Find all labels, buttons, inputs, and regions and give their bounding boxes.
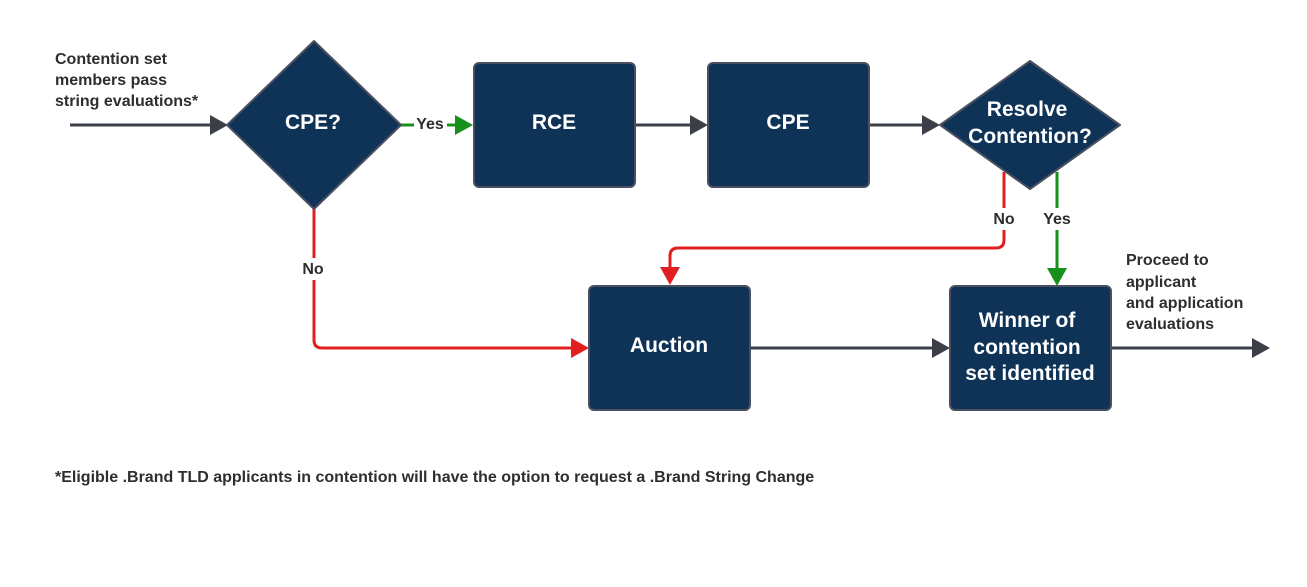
rce-label: RCE: [532, 111, 576, 134]
resolve-decision-line: Resolve: [987, 98, 1068, 121]
resolve-decision-label: Resolve Contention?: [968, 98, 1092, 148]
intro-note-line: members pass: [55, 72, 167, 89]
cpe-decision-label: CPE?: [285, 111, 341, 134]
outro-note-line: Proceed to: [1126, 252, 1209, 269]
cpe-label: CPE: [766, 111, 809, 134]
nodes: CPE? RCE CPE Resolve Contention? Auction…: [226, 40, 1121, 411]
winner-line: set identified: [965, 362, 1095, 385]
cpe-yes-label: Yes: [416, 116, 444, 133]
cpe-yes-arrowhead: [455, 115, 473, 135]
auction-to-winner-arrowhead: [932, 338, 950, 358]
intro-note-line: string evaluations*: [55, 93, 199, 110]
resolve-yes-label: Yes: [1043, 211, 1071, 228]
entry-arrowhead: [210, 115, 228, 135]
rce-box: [473, 62, 636, 188]
cpe-decision-diamond: [226, 40, 402, 210]
resolve-no-label-bg: [987, 208, 1021, 230]
auction-label: Auction: [630, 334, 708, 357]
cpe-no-label-bg: [296, 258, 332, 280]
cpe-no-arrowhead: [571, 338, 589, 358]
cpe-yes-label-bg: [414, 112, 447, 134]
auction-box: [588, 285, 751, 411]
intro-note: Contention set members pass string evalu…: [55, 51, 199, 110]
cpe-no-arrow: [312, 207, 572, 350]
rce-to-cpe-arrowhead: [690, 115, 708, 135]
resolve-decision-line: Contention?: [968, 125, 1092, 148]
winner-label: Winner of contention set identified: [965, 309, 1095, 385]
resolve-no-arrowhead: [660, 267, 680, 285]
outro-note: Proceed to applicant and application eva…: [1126, 252, 1248, 333]
resolve-yes-label-bg: [1038, 208, 1076, 230]
resolve-no-arrow: [668, 172, 1006, 268]
footnote: *Eligible .Brand TLD applicants in conte…: [55, 469, 814, 486]
cpe-no-label: No: [302, 261, 324, 278]
outro-note-line: and application: [1126, 295, 1243, 312]
winner-line: Winner of: [979, 309, 1077, 332]
resolve-decision-diamond: [939, 60, 1121, 190]
resolve-yes-arrowhead: [1047, 268, 1067, 286]
winner-line: contention: [973, 336, 1080, 359]
edge-labels: Yes No No Yes: [296, 112, 1076, 280]
outro-note-line: applicant: [1126, 274, 1197, 291]
intro-note-line: Contention set: [55, 51, 168, 68]
resolve-no-label: No: [993, 211, 1015, 228]
cpe-box: [707, 62, 870, 188]
outro-note-line: evaluations: [1126, 316, 1214, 333]
exit-arrowhead: [1252, 338, 1270, 358]
cpe-to-resolve-arrowhead: [922, 115, 940, 135]
winner-box: [949, 285, 1112, 411]
